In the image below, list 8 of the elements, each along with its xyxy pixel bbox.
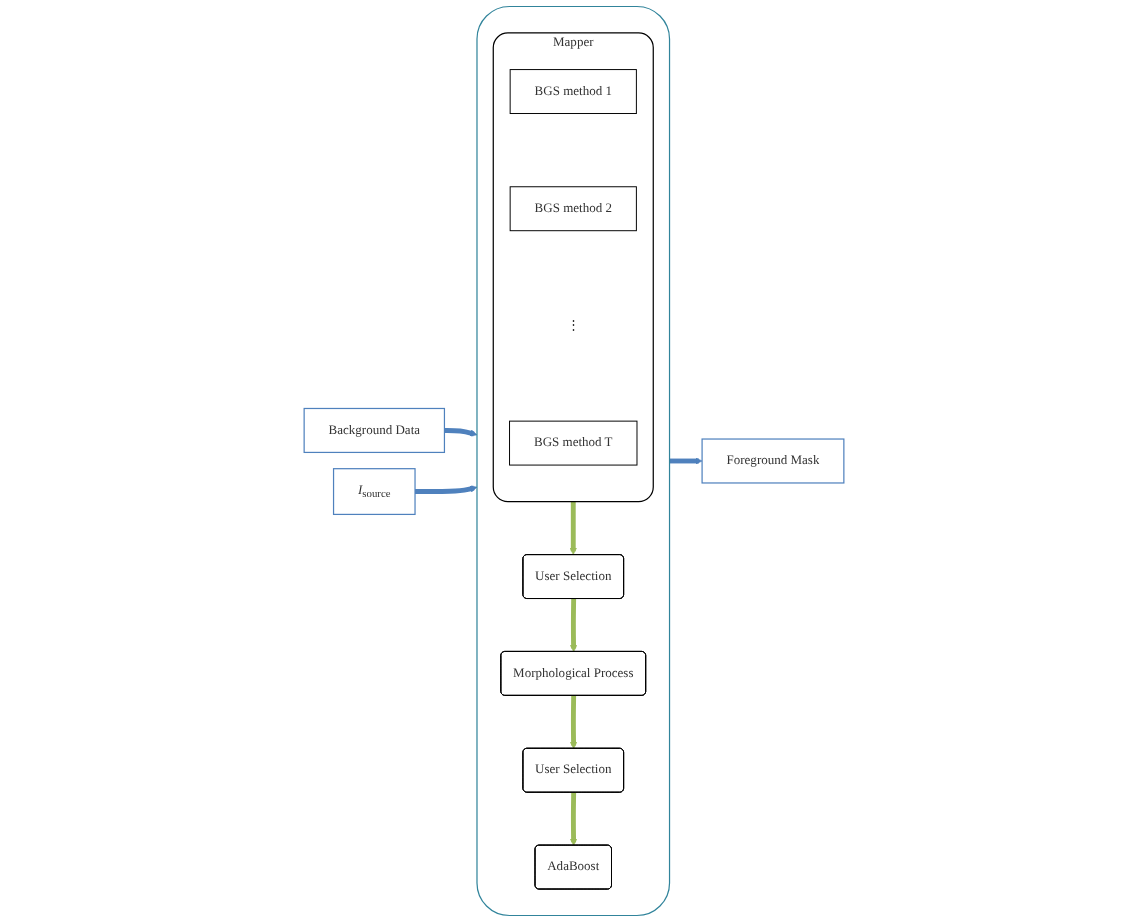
arrow [444,428,478,437]
arrow [415,485,478,494]
arrow [669,457,703,465]
arrow [570,792,578,846]
cluster [476,5,671,917]
arrow [569,501,577,555]
arrow [570,695,578,749]
arrow [570,598,578,653]
